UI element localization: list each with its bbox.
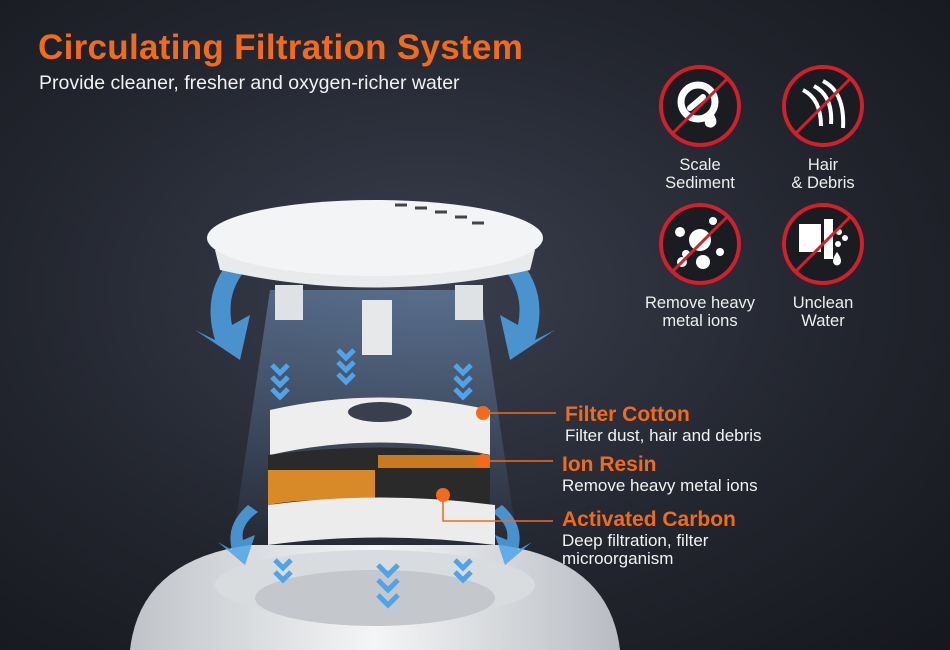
- badge-label-line2: metal ions: [662, 312, 738, 330]
- callout-desc: Filter dust, hair and debris: [565, 426, 762, 445]
- callout-desc: Remove heavy metal ions: [562, 476, 758, 495]
- filter-cotton-bottom: [268, 497, 495, 545]
- unclean-water-icon: [782, 203, 864, 285]
- filter-layers: [268, 397, 495, 545]
- callout-ion-resin: Ion Resin Remove heavy metal ions: [562, 453, 758, 495]
- flow-arrows: [195, 255, 555, 565]
- badge-label-line1: Remove heavy: [644, 294, 756, 312]
- hair-debris-icon: [782, 65, 864, 147]
- callout-dots: [436, 406, 490, 502]
- callout-title: Activated Carbon: [562, 508, 736, 531]
- filter-lid: [207, 200, 543, 355]
- filter-cotton-layer: [270, 397, 490, 455]
- callout-desc-line2: microorganism: [562, 549, 674, 568]
- callout-lines: [442, 412, 556, 522]
- page-title: Circulating Filtration System: [38, 28, 524, 67]
- heavy-metal-ions-icon: [659, 203, 741, 285]
- callout-title: Ion Resin: [562, 453, 657, 476]
- callout-activated-carbon: Activated Carbon Deep filtration, filter…: [562, 508, 736, 568]
- badge-label-line1: Scale: [679, 156, 721, 174]
- badge-label-line1: Unclean: [792, 294, 854, 312]
- badge-hair-debris: Hair& Debris: [781, 64, 865, 192]
- chevron-arrows: [270, 348, 473, 609]
- page-subtitle: Provide cleaner, fresher and oxygen-rich…: [39, 72, 460, 94]
- badge-label-line2: & Debris: [791, 174, 855, 192]
- scale-sediment-icon: [659, 65, 741, 147]
- callout-title: Filter Cotton: [565, 403, 690, 426]
- fountain-base: [130, 545, 620, 650]
- callout-filter-cotton: Filter Cotton Filter dust, hair and debr…: [565, 403, 762, 445]
- badge-label-line2: Sediment: [665, 174, 735, 192]
- badge-label-line1: Hair: [807, 156, 839, 174]
- callout-desc-line1: Deep filtration, filter: [562, 531, 709, 550]
- badge-label-line2: Water: [801, 312, 845, 330]
